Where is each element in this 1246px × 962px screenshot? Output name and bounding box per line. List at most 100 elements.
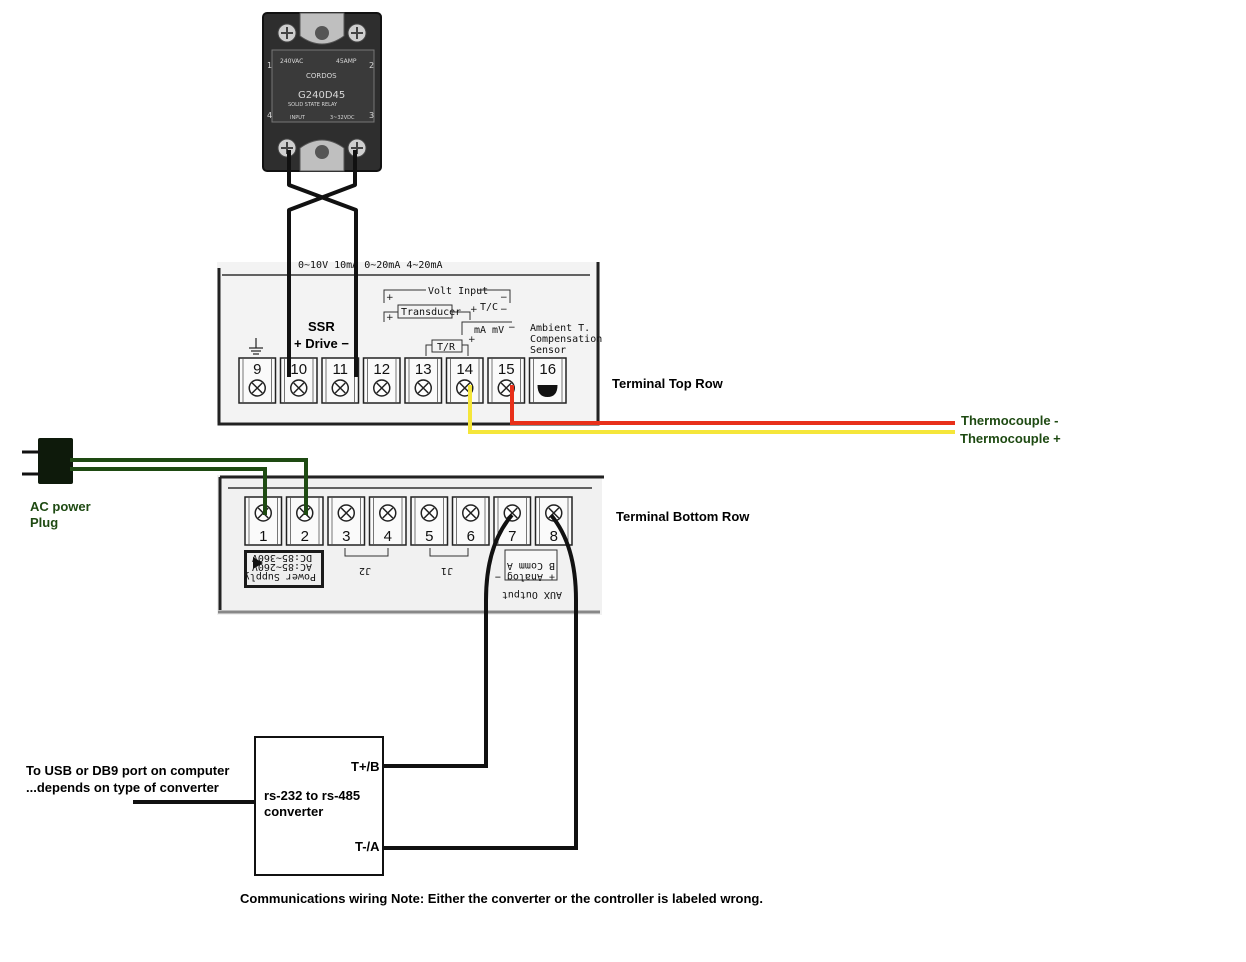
solid-state-relay: 1 2 3 4 240VAC 45AMP CORDOS G240D45 SOLI… [262,12,382,172]
terminal-14: 14 [445,357,484,404]
power-supply-ac: AC:85~260V [252,561,312,572]
aux-analog: + Analog − [495,571,555,582]
terminal-number: 10 [290,361,307,378]
transducer-label: Transducer [401,307,461,318]
ambient-line-3: Sensor [530,345,566,356]
svg-text:+: + [386,293,394,303]
ssr-pin-2: 2 [369,61,374,70]
svg-text:−: − [508,323,516,333]
ssr-voltage: 240VAC [280,58,303,65]
ssr-brand: CORDOS [306,72,337,80]
terminal-number: 11 [332,361,348,378]
ma-mv-label: mA mV [474,325,504,336]
terminal-12: 12 [362,357,401,404]
power-supply-label: Power Supply AC:85~260V DC:85~360V [244,550,324,588]
terminal-bottom-panel: 1 2 3 4 5 6 7 8 Power Supply AC:85~260V DC:85~3… [217,475,604,615]
ssr-model: G240D45 [298,90,345,101]
terminal-screw-icon [337,504,355,522]
ambient-line-1: Ambient T. [530,323,590,334]
ssr-pin-3: 3 [369,111,374,120]
ssr-input-range: 3~32VDC [330,115,355,121]
ssr-current: 45AMP [336,58,357,65]
terminal-screw-icon [331,379,349,397]
terminal-number: 12 [373,361,390,378]
terminal-10: 10 [279,357,318,404]
ssr-label: SSR [308,319,335,334]
screw-icon [277,23,367,158]
comm-note: Communications wiring Note: Either the c… [240,891,763,906]
converter-tb-label: T+/B [351,759,380,774]
ac-plug-label-1: AC power [30,499,91,514]
ssr-pin-4: 4 [267,111,272,120]
ssr-input: INPUT [290,115,306,121]
rs232-rs485-converter: rs-232 to rs-485 converter T+/B T-/A [254,736,384,876]
converter-name-1: rs-232 to rs-485 [264,788,360,803]
comm-wires [383,513,578,850]
svg-text:−: − [500,305,508,315]
terminal-screw-icon [379,504,397,522]
ssr-wires [287,150,358,377]
tc-label: T/C [480,302,498,313]
terminal-number: 6 [467,528,475,545]
thermocouple-minus-wire [510,385,955,425]
terminal-number: 8 [550,528,558,545]
terminal-3: 3 [327,496,366,546]
aux-comm: B Comm A [507,560,555,571]
terminal-screw-icon [248,379,266,397]
terminal-top-panel: 0~10V 10mA 0~20mA 4~20mA Volt Input + − … [217,260,602,426]
terminal-11: 11 [321,357,360,404]
terminal-screw-icon [420,504,438,522]
terminal-screw-icon [462,504,480,522]
ac-plug-label-2: Plug [30,515,58,530]
terminal-9: 9 [238,357,277,404]
terminal-number: 15 [498,361,515,378]
terminal-15: 15 [487,357,526,404]
terminal-number: 2 [301,528,309,545]
terminal-top-row-label: Terminal Top Row [612,376,724,391]
terminal-number: 1 [259,528,267,545]
terminal-screw-icon [414,379,432,397]
thermocouple-plus-wire [468,385,955,434]
terminal-8: 8 [534,496,573,546]
terminal-number: 9 [253,361,261,378]
top-header-cut: 0~10V 10mA 0~20mA 4~20mA [298,260,443,271]
power-supply-title: Power Supply [244,571,316,582]
ground-icon [249,338,263,355]
tr-label: T/R [437,342,456,353]
power-supply-dc: DC:85~360V [252,552,312,563]
terminal-bottom-row-label: Terminal Bottom Row [616,509,750,524]
ambient-line-2: Compensation [530,334,602,345]
svg-text:+: + [470,305,478,315]
svg-text:+: + [468,335,476,345]
terminal-number: 4 [384,528,392,545]
terminal-5: 5 [410,496,449,546]
converter-ta-label: T-/A [355,839,380,854]
svg-text:+: + [386,313,394,323]
terminal-number: 16 [539,361,556,378]
terminal-screw-icon [290,379,308,397]
computer-note-1: To USB or DB9 port on computer [26,763,229,778]
aux-output-label: AUX Output [502,589,562,600]
thermocouple-plus-label: Thermocouple + [960,431,1061,446]
j1-label: J1 [441,565,453,576]
terminal-4: 4 [368,496,407,546]
svg-text:−: − [500,293,508,303]
terminal-screw-icon [373,379,391,397]
j2-label: J2 [359,565,371,576]
sensor-icon [537,385,558,397]
terminal-16: 16 [528,357,567,404]
terminal-6: 6 [451,496,490,546]
terminal-number: 7 [508,528,516,545]
terminal-number: 3 [342,528,350,545]
ac-plug [22,438,73,484]
thermocouple-minus-label: Thermocouple - [961,413,1059,428]
volt-input-label: Volt Input [428,286,488,297]
terminal-number: 5 [425,528,433,545]
ac-power-wires [70,458,308,515]
ssr-type: SOLID STATE RELAY [288,102,338,108]
ssr-drive-label: + Drive − [294,336,349,351]
converter-name-2: converter [264,804,323,819]
computer-note-2: ...depends on type of converter [26,780,219,795]
